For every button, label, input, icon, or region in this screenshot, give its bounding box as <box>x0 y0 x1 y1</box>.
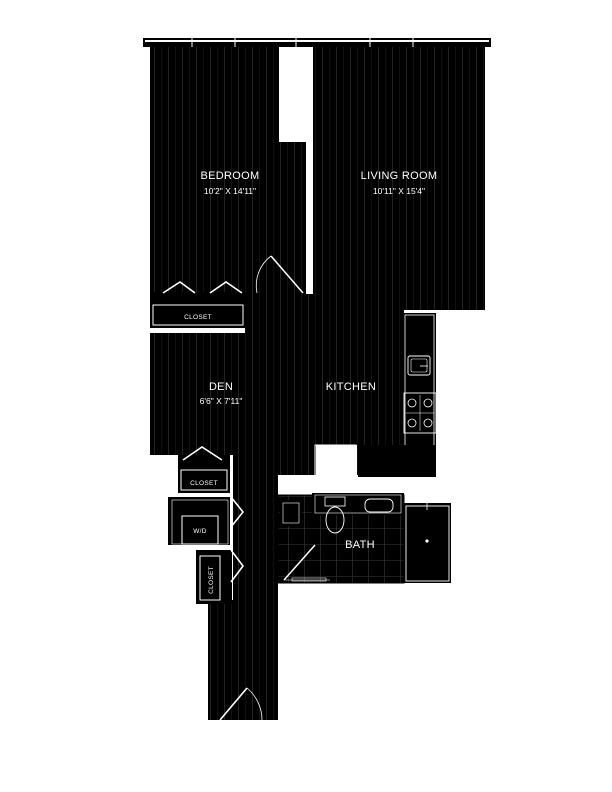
hall-closet-label: CLOSET <box>208 566 215 594</box>
bedroom-closet: CLOSET <box>150 281 246 328</box>
sink-icon <box>407 355 431 376</box>
bedroom-label: BEDROOM <box>201 170 260 182</box>
vanity-icon <box>312 493 404 515</box>
bathtub-icon <box>405 503 450 582</box>
window-wall <box>143 38 491 47</box>
bedroom-floor <box>150 47 306 294</box>
kitchen-label: KITCHEN <box>326 381 376 393</box>
bath-door <box>283 544 330 582</box>
den-floor <box>150 333 245 455</box>
kitchen-counter <box>314 313 437 485</box>
bath-label: BATH <box>345 539 375 551</box>
refrigerator-icon <box>314 444 357 485</box>
den-closet: CLOSET <box>178 446 230 493</box>
entry-door <box>219 687 263 721</box>
bedroom-closet-label: CLOSET <box>184 314 212 321</box>
den-closet-label: CLOSET <box>190 480 218 487</box>
hall-closet: CLOSET <box>196 549 244 604</box>
bedroom-door <box>255 255 304 294</box>
cooktop-icon <box>403 392 437 434</box>
bathroom: BATH <box>277 493 451 584</box>
living-room-label: LIVING ROOM <box>361 170 438 182</box>
hall-floor <box>208 445 278 720</box>
den-dimensions: 6'6" X 7'11" <box>200 396 243 406</box>
floor-areas <box>150 47 485 720</box>
kitchen-floor <box>245 294 404 475</box>
washer-dryer: W/D <box>168 496 245 545</box>
bedroom-dimensions: 10'2" X 14'11" <box>204 186 256 196</box>
den-label: DEN <box>209 381 233 393</box>
living-room-floor <box>313 47 485 310</box>
washer-dryer-label: W/D <box>193 528 207 535</box>
living-room-dimensions: 10'11" X 15'4" <box>373 186 425 196</box>
toilet-icon <box>324 496 346 534</box>
